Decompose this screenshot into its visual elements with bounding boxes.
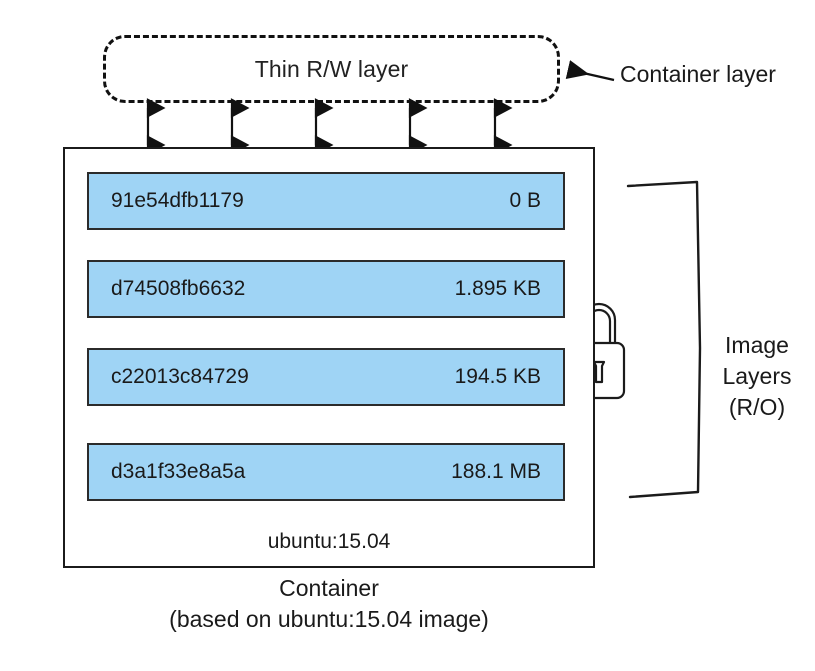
image-layer-row-2: d74508fb6632 1.895 KB [87,260,565,318]
image-layer-size: 188.1 MB [451,460,541,483]
image-tag-label: ubuntu:15.04 [267,530,391,553]
image-layer-row-3: c22013c84729 194.5 KB [87,348,565,406]
image-layer-row-4: d3a1f33e8a5a 188.1 MB [87,443,565,501]
image-layer-id: d3a1f33e8a5a [111,460,246,483]
image-layer-size: 1.895 KB [454,277,541,300]
image-layers-bracket [626,180,702,499]
container-caption-line-1: Container [279,575,379,601]
image-layer-id: d74508fb6632 [111,277,246,300]
image-layer-id: 91e54dfb1179 [111,189,244,212]
container-layer-callout-arrow [565,60,615,82]
connector-arrows [146,98,513,155]
container-caption-line-2: (based on ubuntu:15.04 image) [169,606,489,632]
image-layer-id: c22013c84729 [111,365,249,388]
image-layer-size: 0 B [509,189,541,212]
thin-rw-layer-box: Thin R/W layer [103,35,560,103]
image-layers-annotation-line-2: Layers [722,363,792,389]
image-layers-annotation: Image Layers (R/O) [703,330,811,423]
image-layer-size: 194.5 KB [454,365,541,388]
image-layers-annotation-line-1: Image [725,332,789,358]
container-layer-annotation: Container layer [620,61,776,87]
container-caption: Container (based on ubuntu:15.04 image) [63,573,595,635]
image-layers-annotation-line-3: (R/O) [728,394,786,420]
image-layer-row-1: 91e54dfb1179 0 B [87,172,565,230]
thin-rw-layer-label: Thin R/W layer [254,55,409,82]
